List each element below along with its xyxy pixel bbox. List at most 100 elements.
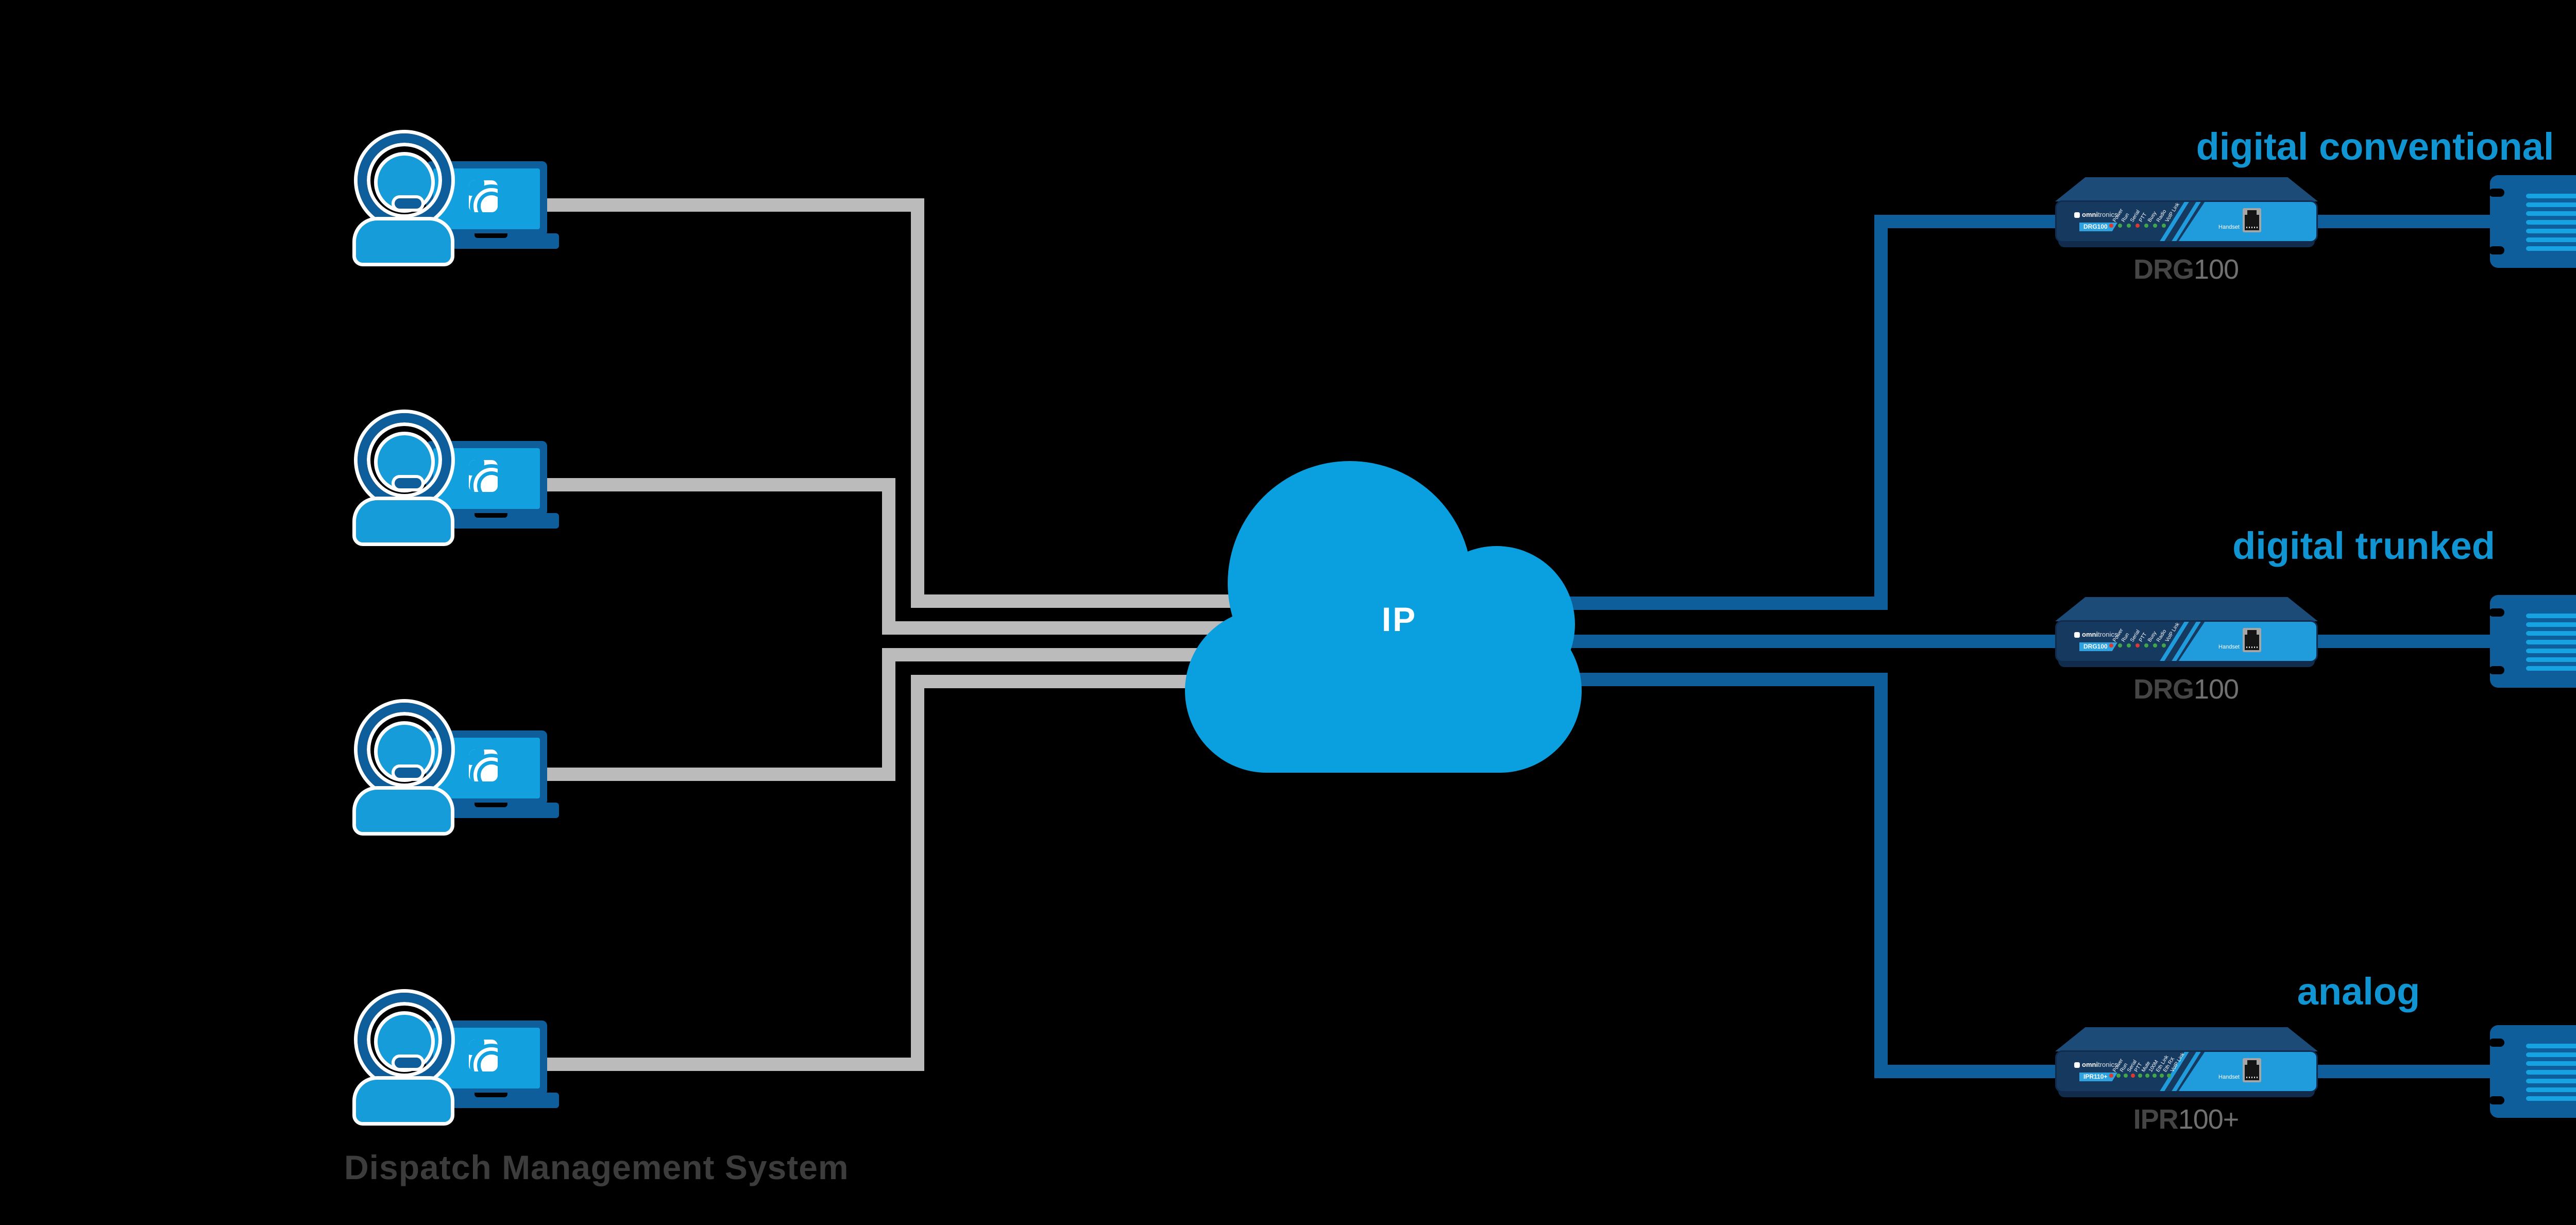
diagram-title: Dispatch Management System [344, 1148, 849, 1186]
led-green [2167, 1074, 2171, 1078]
led-green [2153, 224, 2157, 228]
led-green [2124, 1074, 2128, 1078]
headset-mic [392, 764, 425, 781]
vent-grille-bar [2526, 194, 2576, 198]
vent-grille-bar [2526, 649, 2576, 653]
vent-grille-bar [2526, 1096, 2576, 1101]
mount-notch [2489, 608, 2504, 617]
mount-notch [2489, 1039, 2504, 1047]
led-green [2138, 1074, 2142, 1078]
gateway-caption-2: DRG100 [2133, 674, 2239, 705]
cable-dispatcher-4-v [911, 675, 924, 1071]
omnitronics-logo-icon [2074, 212, 2080, 218]
model-badge: DRG100 [2079, 642, 2117, 651]
handset-port [2243, 208, 2261, 232]
cable-dispatcher-2-v [882, 478, 895, 635]
led-green [2145, 1074, 2149, 1078]
vent-grille-bar [2526, 657, 2576, 662]
handset-port [2243, 628, 2261, 652]
vent-grille-bar [2526, 631, 2576, 636]
dispatcher-workstation-2 [340, 411, 577, 546]
gateway-top [2055, 597, 2318, 621]
gateway-caption-3: IPR100+ [2133, 1104, 2240, 1135]
operator-body [352, 1076, 454, 1126]
vent-grille-bar [2526, 202, 2576, 207]
vent-grille-bar [2526, 1061, 2576, 1066]
led-red [2109, 643, 2113, 648]
cable-bundle-2 [882, 621, 1262, 635]
mount-notch [2489, 666, 2504, 674]
operator-body [352, 786, 454, 836]
led-green [2162, 224, 2166, 228]
gateway-2-to-repeater [2318, 635, 2494, 648]
gateway-caption-1: DRG100 [2133, 254, 2239, 285]
led-green [2127, 224, 2131, 228]
ip-link-1-v [1874, 215, 1888, 610]
omnitronics-logo-icon [2074, 632, 2080, 638]
led-green [2118, 224, 2122, 228]
led-label: Run [2121, 212, 2131, 224]
system-label-digital-trunked: digital trunked [2232, 524, 2495, 567]
dispatcher-workstation-1 [340, 131, 577, 266]
led-green [2116, 1074, 2121, 1078]
led-red [2109, 224, 2113, 228]
led-label: Busy [2147, 210, 2158, 224]
model-badge: IPR110+ [2079, 1073, 2117, 1081]
led-green [2160, 1074, 2164, 1078]
vent-grille-bar [2526, 237, 2576, 242]
port-pins [2246, 1077, 2258, 1078]
led-green [2144, 224, 2148, 228]
led-label: VoIP Link [2164, 621, 2181, 643]
vent-grille-bar [2526, 1070, 2576, 1075]
vent-grille-bar [2526, 246, 2576, 251]
dispatcher-workstation-4 [340, 991, 577, 1126]
mount-notch [2489, 189, 2504, 197]
led-green [2127, 643, 2131, 648]
led-label: VoIP Link [2164, 201, 2181, 224]
gateway-top [2055, 1027, 2318, 1051]
model-badge: DRG100 [2079, 223, 2117, 231]
vent-grille-bar [2526, 1079, 2576, 1083]
headset-mic [392, 195, 425, 212]
ip-link-1-h [1520, 597, 1888, 610]
led-green [2118, 643, 2122, 648]
port-pins [2246, 646, 2258, 648]
led-green [2153, 643, 2157, 648]
cable-dispatcher-2-h [541, 478, 895, 491]
port-pins [2246, 227, 2258, 228]
headset-mic [392, 475, 425, 491]
vent-grille-bar [2526, 211, 2576, 216]
handset-port-label: Handset [2218, 644, 2240, 650]
omnitronics-screen-logo [469, 460, 498, 492]
ip-link-1-to-gateway [1874, 215, 2061, 228]
system-label-digital-conventional: digital conventional [2196, 125, 2554, 168]
vent-grille-bar [2526, 1052, 2576, 1057]
gateway-3-to-repeater [2318, 1065, 2494, 1078]
cable-dispatcher-4-h [541, 1058, 924, 1071]
ip-cloud-label: IP [1381, 600, 1417, 638]
ip-link-3-v [1874, 673, 1888, 1078]
omnitronics-logo: omnitronics [2074, 631, 2117, 638]
operator-body [352, 217, 454, 266]
repeater-2 [2489, 595, 2576, 688]
omnitronics-logo: omnitronics [2074, 211, 2117, 218]
vent-grille-bar [2526, 229, 2576, 233]
cable-dispatcher-1-h [541, 198, 924, 212]
vent-grille-bar [2526, 1087, 2576, 1092]
ip-link-3-to-gateway [1874, 1065, 2066, 1078]
gateway-1-to-repeater [2318, 215, 2494, 228]
cable-dispatcher-1-v [911, 198, 924, 608]
led-red [2131, 1074, 2135, 1078]
gateway-top [2055, 177, 2318, 201]
led-red [2136, 224, 2140, 228]
cable-dispatcher-3-h [541, 768, 895, 781]
